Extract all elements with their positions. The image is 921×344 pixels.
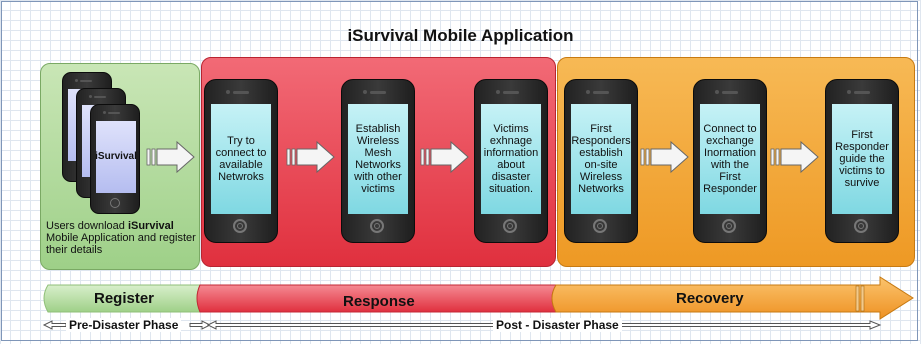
isurvival-app-phone: iSurvival (90, 104, 140, 214)
step-text-5: Connect to exchange Inormation with the … (700, 104, 760, 214)
flow-arrow-icon (286, 140, 335, 174)
step-phone-4: First Responders establish on-site Wirel… (564, 79, 638, 243)
step-text-3: Victims exhnage information about disast… (481, 104, 541, 214)
step-text-6: First Responder guide the victims to sur… (832, 104, 892, 214)
step-text-2: Establish Wireless Mesh Networks with ot… (348, 104, 408, 214)
step-phone-6: First Responder guide the victims to sur… (825, 79, 899, 243)
step-phone-2: Establish Wireless Mesh Networks with ot… (341, 79, 415, 243)
diagram-title: iSurvival Mobile Application (347, 26, 574, 45)
home-button-icon (503, 219, 517, 233)
home-button-icon (233, 219, 247, 233)
flow-arrow-icon (146, 140, 195, 174)
home-button-icon (110, 198, 120, 208)
step-phone-1: Try to connect to available Netwroks (204, 79, 278, 243)
step-text-1: Try to connect to available Netwroks (211, 104, 271, 214)
register-label: Register (94, 290, 155, 307)
step-phone-5: Connect to exchange Inormation with the … (693, 79, 767, 243)
register-caption: Users download iSurvival Mobile Applicat… (46, 220, 196, 256)
home-button-icon (854, 219, 868, 233)
home-button-icon (722, 219, 736, 233)
flow-arrow-icon (640, 140, 689, 174)
response-label: Response (343, 293, 415, 310)
pre-disaster-phase-label: Pre-Disaster Phase (66, 318, 182, 332)
home-button-icon (370, 219, 384, 233)
home-button-icon (593, 219, 607, 233)
recovery-label: Recovery (676, 290, 744, 307)
step-phone-3: Victims exhnage information about disast… (474, 79, 548, 243)
post-disaster-phase-label: Post - Disaster Phase (493, 318, 622, 332)
step-text-4: First Responders establish on-site Wirel… (571, 104, 631, 214)
recovery-segment (551, 276, 914, 320)
flow-arrow-icon (420, 140, 469, 174)
isurvival-app-label: iSurvival (95, 121, 137, 193)
flow-arrow-icon (770, 140, 819, 174)
